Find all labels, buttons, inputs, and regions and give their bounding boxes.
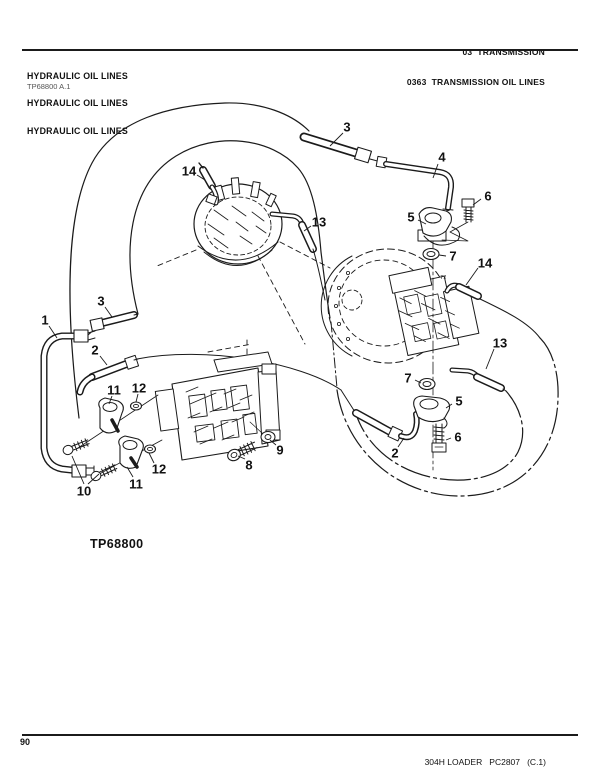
leader-line <box>71 455 85 485</box>
section-header-line2: 0363 TRANSMISSION OIL LINES <box>406 77 545 87</box>
callout-3: 3 <box>343 120 350 135</box>
callout-4: 4 <box>438 150 446 165</box>
flange-11-upper <box>98 397 124 434</box>
elbow-fitting-14-right <box>444 282 482 300</box>
leader-line <box>445 403 453 409</box>
flange-5-top <box>417 207 460 246</box>
callout-6: 6 <box>484 189 491 204</box>
title-line: HYDRAULIC OIL LINES <box>27 126 128 137</box>
callout-2: 2 <box>391 446 398 461</box>
o-ring-12-lower <box>143 444 157 454</box>
hose-2-left-end <box>76 354 140 396</box>
callout-14: 14 <box>182 164 197 179</box>
callout-3: 3 <box>97 294 104 309</box>
title-line: HYDRAULIC OIL LINES <box>27 98 128 109</box>
port-label-t1: T1 <box>440 275 446 281</box>
leader-line <box>438 254 447 257</box>
callout-7: 7 <box>404 371 411 386</box>
leader-line <box>445 437 452 441</box>
leader-line <box>87 473 100 485</box>
hose-13-run <box>336 337 559 497</box>
leader-line <box>104 306 113 318</box>
callout-7: 7 <box>449 249 456 264</box>
hose-3-run <box>69 102 338 419</box>
bolt-6-top <box>441 198 475 242</box>
section-header-line1: 03 TRANSMISSION <box>462 47 545 57</box>
leader-line <box>485 348 495 370</box>
hose-3-left-end <box>89 311 139 332</box>
callout-13: 13 <box>493 336 507 351</box>
leader-line <box>432 163 439 179</box>
bottom-rule <box>22 734 578 736</box>
o-ring-7-bottom <box>418 377 436 391</box>
callout-9: 9 <box>276 443 283 458</box>
callout-14: 14 <box>478 256 493 271</box>
bolt-10-upper <box>62 438 90 456</box>
callout-11: 11 <box>129 477 143 492</box>
flange-5-bottom <box>413 395 451 429</box>
flange-11-lower <box>118 435 144 469</box>
leader-line <box>269 439 277 446</box>
top-rule <box>22 49 578 51</box>
o-ring-7-top <box>422 247 440 261</box>
leader-line <box>465 267 479 286</box>
leader-line <box>108 395 113 405</box>
footer-catalog: 304H LOADER PC2807 (C.1) ST156733(B.1) <box>425 740 546 776</box>
callout-8: 8 <box>245 458 252 473</box>
callout-5: 5 <box>455 394 462 409</box>
section-header: 03 TRANSMISSION 0363 TRANSMISSION OIL LI… <box>407 27 545 107</box>
page-title: HYDRAULIC OIL LINES HYDRAULIC OIL LINES … <box>27 53 128 155</box>
callout-13: 13 <box>312 215 326 230</box>
leader-line <box>135 393 139 403</box>
elbow-fitting-13-left <box>269 211 326 301</box>
oil-line-4 <box>383 161 455 211</box>
elbow-fitting-14-left <box>198 162 219 206</box>
leader-line <box>126 466 134 478</box>
figure-reference: TP68800 A.1 <box>27 82 71 91</box>
footer-catalog-line: 304H LOADER PC2807 (C.1) <box>424 757 546 767</box>
title-line: HYDRAULIC OIL LINES <box>27 70 128 81</box>
leader-line <box>303 225 312 232</box>
callout-5: 5 <box>407 210 414 225</box>
hose-14-run <box>355 298 541 481</box>
leader-line <box>472 198 482 206</box>
leader-line <box>397 437 405 448</box>
bolt-8 <box>227 441 258 462</box>
page-number: 90 <box>20 737 31 747</box>
charge-pump-assembly <box>156 177 331 345</box>
leader-line <box>414 379 422 384</box>
leader-line <box>196 174 206 181</box>
leader-line <box>48 325 58 339</box>
hose-2-right-end <box>340 389 425 442</box>
leader-line <box>417 219 427 225</box>
callout-12: 12 <box>152 462 166 477</box>
elbow-fitting-13-right <box>449 367 507 392</box>
leader-line <box>237 455 246 460</box>
hydrostatic-pump-block <box>388 266 480 356</box>
hose-3-top-end <box>299 132 388 169</box>
figure-caption: TP68800 <box>90 537 144 551</box>
o-ring-12-upper <box>129 401 143 411</box>
callout-1: 1 <box>41 313 48 328</box>
leader-line <box>148 452 155 464</box>
hose-1 <box>40 328 96 478</box>
leader-line <box>99 355 108 366</box>
callout-2: 2 <box>91 343 98 358</box>
transmission-control-valve <box>154 339 281 461</box>
washer-9 <box>260 430 276 444</box>
callout-12: 12 <box>132 381 146 396</box>
leader-line <box>329 132 344 147</box>
bolt-10-lower <box>90 463 118 482</box>
callout-10: 10 <box>77 484 91 499</box>
callout-11: 11 <box>107 383 121 398</box>
bolt-6-bottom <box>431 423 447 453</box>
callout-6: 6 <box>454 430 461 445</box>
